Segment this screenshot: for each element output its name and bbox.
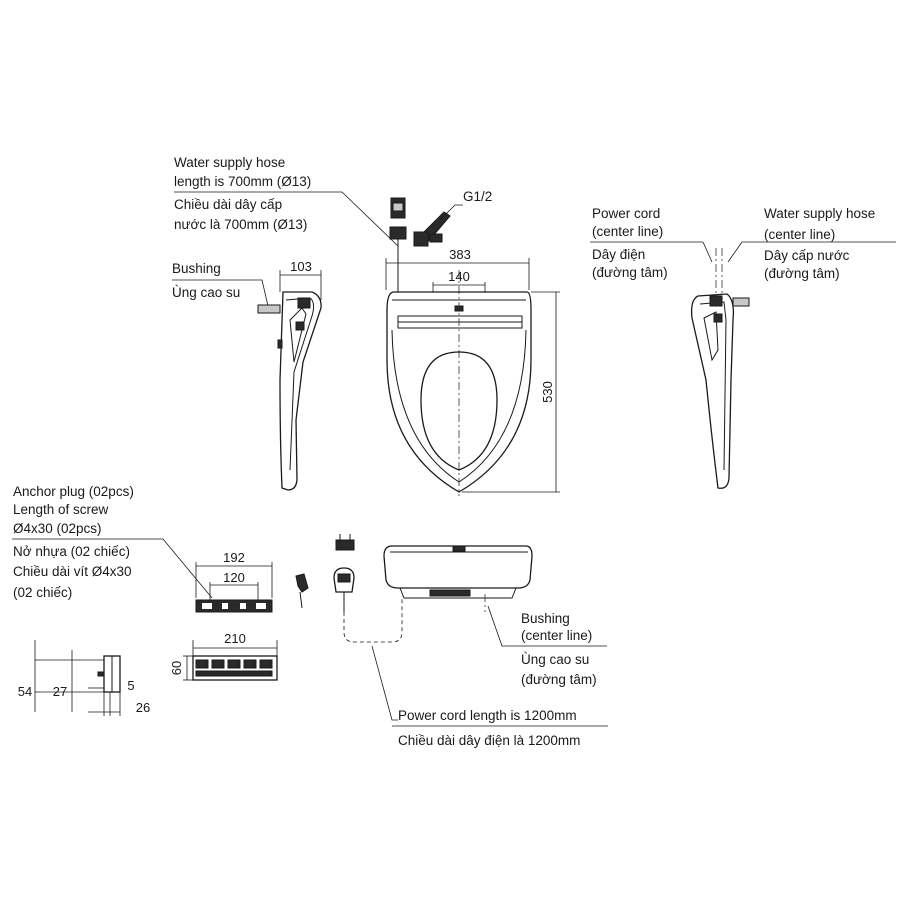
water-hose-en-line1: Water supply hose: [174, 155, 285, 170]
power-cord-cl-en1: Power cord: [592, 206, 660, 221]
dim-26-text: 26: [136, 700, 150, 715]
panel-button-1: [195, 659, 209, 669]
dim-103-text: 103: [290, 259, 312, 274]
water-hose-cl-vi2: (đường tâm): [764, 266, 840, 281]
power-cord-cl-en2: (center line): [592, 224, 663, 239]
side-body-right: [690, 293, 735, 489]
dim-54-text: 54: [18, 684, 32, 699]
water-hose-label: Water supply hose length is 700mm (Ø13) …: [174, 155, 399, 247]
dim-192-text: 192: [223, 550, 245, 565]
anchor-en2: Length of screw: [13, 502, 109, 517]
thread-leader: [439, 204, 463, 221]
panel-button-2: [211, 659, 225, 669]
power-cord-length-vi: Chiều dài dây điện là 1200mm: [398, 733, 580, 748]
power-cord-path: Power cord length is 1200mm Chiều dài dâ…: [343, 596, 608, 748]
bushing-bottom-leader: [487, 605, 510, 647]
dim-383-text: 383: [449, 247, 471, 262]
power-cord-cl-leader: [702, 241, 713, 263]
side-hinge-left: [297, 297, 311, 309]
bushing-pipe-right: [732, 297, 750, 307]
front-seat-base: [399, 587, 517, 599]
side-plug-cord: [299, 591, 303, 609]
side-panel-right: [703, 311, 719, 362]
anchor-plate-slot-1: [202, 603, 212, 609]
seat-side-view-right: Power cord (center line) Dây điện (đường…: [590, 206, 896, 489]
side-bolt-right: [713, 313, 723, 323]
dim-530-text: 530: [540, 381, 555, 403]
side-bolt-left: [295, 321, 305, 331]
front-seat-hinge: [429, 589, 471, 597]
side-plug-head: [295, 573, 309, 593]
bushing-bottom-en2: (center line): [521, 628, 592, 643]
anchor-vi2: Chiều dài vít Ø4x30: [13, 564, 132, 579]
water-hose-cl-vi1: Dây cấp nước: [764, 248, 850, 263]
tee-fitting-outlet: [429, 233, 443, 243]
panel-button-4: [243, 659, 257, 669]
anchor-vi1: Nở nhựa (02 chiếc): [13, 544, 130, 559]
control-panel-section: 210 60: [169, 631, 278, 681]
dim-210-text: 210: [224, 631, 246, 646]
anchor-plate-slot-4: [256, 603, 266, 609]
plug-prongs: [335, 539, 355, 551]
side-panel-left: [289, 307, 307, 363]
water-hose-en-line2: length is 700mm (Ø13): [174, 174, 311, 189]
anchor-leader: [155, 538, 213, 599]
anchor-en3: Ø4x30 (02pcs): [13, 521, 102, 536]
power-cord-length-en: Power cord length is 1200mm: [398, 708, 577, 723]
power-cord-dashed: [343, 596, 403, 643]
water-hose-cl-en2: (center line): [764, 227, 835, 242]
dim-5-text: 5: [127, 678, 134, 693]
anchor-vi3: (02 chiếc): [13, 585, 72, 600]
anchor-plate-slot-3: [240, 603, 246, 609]
front-seat-lid: [383, 545, 533, 589]
bushing-bottom-en1: Bushing: [521, 611, 570, 626]
water-hose-vi-line1: Chiều dài dây cấp: [174, 197, 282, 212]
dim-27-text: 27: [53, 684, 67, 699]
dim-60-text: 60: [169, 661, 184, 675]
plug-face: [337, 573, 351, 583]
water-hose-cl-leader: [727, 241, 743, 263]
water-hose-cl-en1: Water supply hose: [764, 206, 875, 221]
side-body-left: [279, 291, 322, 491]
bushing-bottom-vi1: Ùng cao su: [521, 652, 589, 667]
bushing-bottom-vi2: (đường tâm): [521, 672, 597, 687]
bushing-pipe-left: [257, 304, 281, 314]
bushing-top-leader: [255, 279, 269, 307]
seat-top-view: 383 140 530: [385, 247, 560, 496]
anchor-plate-slot-2: [222, 603, 228, 609]
power-cord-cl-vi2: (đường tâm): [592, 265, 668, 280]
side-hinge-right: [709, 295, 723, 307]
water-hose-leader: [330, 191, 399, 247]
thread-size-label: G1/2: [463, 189, 492, 204]
dim-120-text: 120: [223, 570, 245, 585]
anchor-plate: [195, 599, 273, 613]
front-seat-mark: [452, 545, 466, 552]
bushing-top-en: Bushing: [172, 261, 221, 276]
power-plug-parts: [295, 534, 355, 612]
bushing-top-vi: Ùng cao su: [172, 285, 240, 300]
power-cord-cl-vi1: Dây điện: [592, 247, 645, 262]
tee-fitting-nut: [413, 231, 429, 247]
seat-front-view: Bushing (center line) Ùng cao su (đường …: [383, 545, 607, 687]
remote-clip: [97, 671, 105, 677]
anchor-plate-section: Anchor plug (02pcs) Length of screw Ø4x3…: [12, 484, 273, 613]
remote-side-view: 54 27 5 26: [18, 640, 150, 716]
panel-button-3: [227, 659, 241, 669]
seat-side-view-left: Bushing Ùng cao su 103: [172, 259, 322, 491]
hose-valve-window: [392, 202, 404, 212]
side-tab-left: [277, 339, 283, 349]
power-cord-leader: [371, 645, 398, 721]
anchor-en1: Anchor plug (02pcs): [13, 484, 134, 499]
seat-center-mark: [454, 305, 464, 312]
hose-connector: [389, 226, 407, 240]
panel-button-5: [259, 659, 273, 669]
water-hose-vi-line2: nước là 700mm (Ø13): [174, 217, 307, 232]
panel-indicator-row: [195, 670, 273, 677]
hose-fitting-parts: G1/2: [389, 189, 492, 292]
